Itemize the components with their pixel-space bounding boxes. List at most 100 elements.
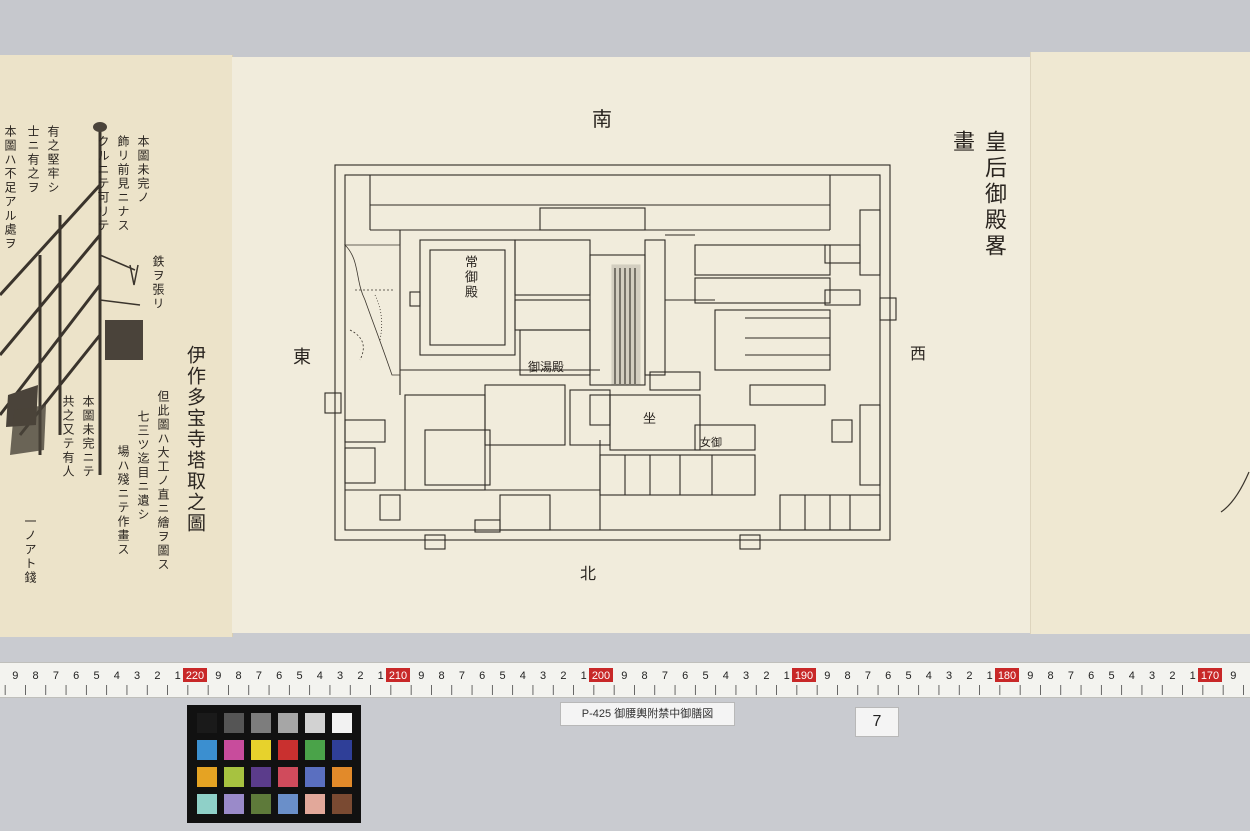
ruler-minor-label: 3	[134, 670, 140, 682]
ruler-minor-label: 9	[1230, 670, 1236, 682]
ruler-minor-label: 9	[1027, 670, 1033, 682]
ruler-major-box	[589, 668, 613, 682]
color-swatch	[332, 767, 352, 787]
inscription-6: クルニテ可リテ	[96, 135, 110, 233]
color-swatch	[278, 794, 298, 814]
ruler-minor-label: 1	[175, 670, 181, 682]
ruler-major-box	[386, 668, 410, 682]
right-scroll-sheet	[1030, 52, 1250, 634]
inscription-7: 鉄ヲ張リ	[151, 255, 165, 311]
inscription-13: 一ノアト錢	[23, 515, 37, 585]
ruler-minor-label: 2	[763, 670, 769, 682]
left-title: 伊作多宝寺塔取之圖	[184, 345, 206, 534]
ruler-minor-label: 5	[93, 670, 99, 682]
inscription-5: 飾リ前見ニナス	[116, 135, 130, 233]
color-swatch	[305, 794, 325, 814]
ruler-major-box	[792, 668, 816, 682]
ruler-minor-label: 4	[926, 670, 932, 682]
inscription-11: 本圖未完ニテ	[81, 395, 95, 479]
ruler-minor-label: 7	[256, 670, 262, 682]
color-swatch	[224, 740, 244, 760]
ruler-major-label: 180	[998, 670, 1016, 682]
ruler-minor-label: 4	[317, 670, 323, 682]
color-swatch	[197, 767, 217, 787]
ruler-minor-label: 6	[73, 670, 79, 682]
color-swatch	[224, 713, 244, 733]
ruler-minor-label: 1	[987, 670, 993, 682]
room-kojo: 坐	[643, 412, 657, 427]
inscription-10: 場ハ殘ニテ作畫ス	[116, 445, 130, 557]
garden-pond	[344, 244, 401, 376]
ruler-minor-label: 8	[1048, 670, 1054, 682]
ruler-minor-label: 4	[520, 670, 526, 682]
ruler-major-box	[1198, 668, 1222, 682]
inscription-12: 共之又テ有人	[61, 395, 75, 479]
ruler-minor-label: 3	[743, 670, 749, 682]
room-nyogo: 女御	[700, 436, 722, 449]
plan-title: 皇后御殿畧畫	[949, 130, 1006, 260]
ruler-minor-label: 6	[479, 670, 485, 682]
color-swatch	[251, 767, 271, 787]
ruler-major-label: 200	[592, 670, 610, 682]
south-label: 南	[592, 107, 612, 131]
ruler-minor-label: 9	[12, 670, 18, 682]
ruler-minor-label: 6	[885, 670, 891, 682]
right-sketch	[1220, 471, 1250, 513]
ruler-major-label: 190	[795, 670, 813, 682]
ruler-minor-label: 1	[378, 670, 384, 682]
color-swatch	[251, 740, 271, 760]
ruler-minor-label: 8	[236, 670, 242, 682]
ruler-minor-label: 7	[662, 670, 668, 682]
ruler-minor-label: 5	[905, 670, 911, 682]
color-swatch	[305, 740, 325, 760]
ruler-minor-label: 8	[33, 670, 39, 682]
color-swatch	[332, 794, 352, 814]
color-swatch	[197, 740, 217, 760]
ruler-minor-label: 9	[621, 670, 627, 682]
ruler-minor-label: 3	[1149, 670, 1155, 682]
ruler-major-box	[183, 668, 207, 682]
ruler-minor-label: 7	[53, 670, 59, 682]
ruler-minor-label: 1	[581, 670, 587, 682]
inscription-4: 本圖未完ノ	[136, 135, 150, 205]
page-number: 7	[855, 707, 899, 737]
ruler-minor-label: 7	[1068, 670, 1074, 682]
ruler-minor-label: 8	[439, 670, 445, 682]
ruler-minor-label: 2	[1169, 670, 1175, 682]
pagoda-sketch	[0, 122, 143, 475]
ruler-major-label: 220	[186, 670, 204, 682]
ruler-minor-label: 5	[296, 670, 302, 682]
east-label: 東	[293, 347, 311, 368]
inscription-9: 七三ツ迄目ニ遺シ	[136, 410, 150, 522]
ruler-minor-label: 4	[1129, 670, 1135, 682]
room-tsune-goten: 常御殿	[462, 255, 477, 300]
ruler-minor-label: 3	[540, 670, 546, 682]
color-calibration-card	[187, 705, 361, 823]
ruler-minor-label: 5	[1108, 670, 1114, 682]
catalog-label: P-425 御腰輿附禁中御膳図	[560, 702, 735, 726]
ruler-minor-label: 1	[1190, 670, 1196, 682]
ruler-minor-label: 6	[276, 670, 282, 682]
ruler-minor-label: 7	[865, 670, 871, 682]
north-label: 北	[580, 564, 597, 583]
ruler-minor-label: 3	[946, 670, 952, 682]
color-swatch	[197, 713, 217, 733]
ruler-minor-label: 9	[215, 670, 221, 682]
color-swatch	[305, 767, 325, 787]
ruler-major-box	[995, 668, 1019, 682]
color-swatch	[224, 767, 244, 787]
ruler-minor-label: 9	[824, 670, 830, 682]
color-swatch	[278, 740, 298, 760]
ruler-major-label: 170	[1201, 670, 1219, 682]
ruler-minor-label: 4	[114, 670, 120, 682]
ruler-minor-label: 9	[418, 670, 424, 682]
palace-floor-plan	[324, 164, 897, 550]
ruler-minor-label: 5	[499, 670, 505, 682]
color-swatch	[251, 713, 271, 733]
ruler-minor-label: 1	[784, 670, 790, 682]
background-top	[0, 0, 1250, 60]
color-swatch	[278, 767, 298, 787]
ruler-minor-label: 8	[845, 670, 851, 682]
main-scroll-sheet	[232, 57, 1030, 633]
